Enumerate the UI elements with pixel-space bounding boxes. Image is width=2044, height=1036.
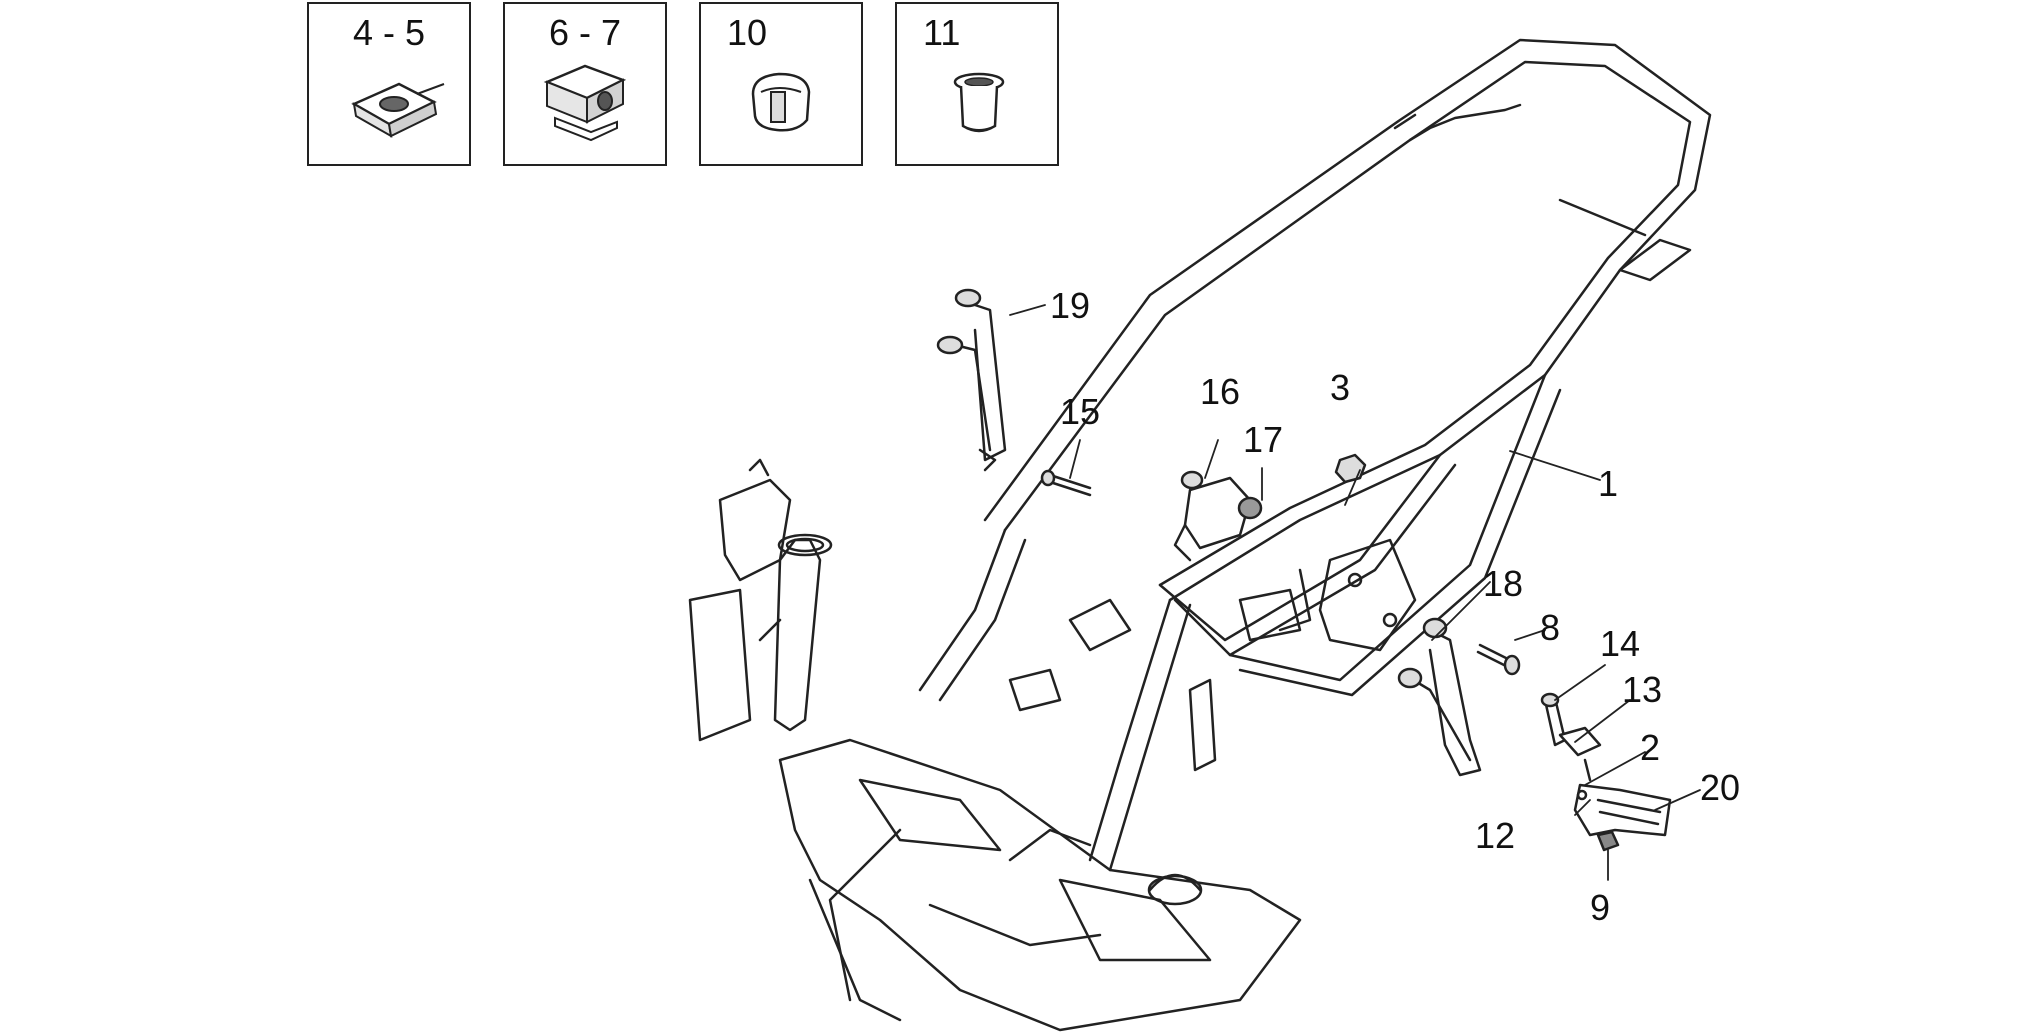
callout-2: 2 (1640, 727, 1660, 768)
callout-leaders (1009, 304, 1701, 881)
bushing-icon (953, 72, 1005, 133)
inset-label: 6 - 7 (548, 12, 622, 53)
part-18-bracket (1397, 617, 1521, 777)
inset-box-clip-nut-4-5: 4 - 5 (307, 2, 471, 166)
callout-20: 20 (1700, 767, 1740, 808)
grommet-icon (751, 72, 811, 132)
callout-19: 19 (1050, 285, 1090, 326)
inset-box-bushing-11: 11 (895, 2, 1059, 166)
part-15-bolt (1040, 469, 1092, 497)
inset-box-grommet-10: 10 (699, 2, 863, 166)
cage-nut-icon (543, 64, 627, 142)
frame-main-body (688, 38, 1712, 1032)
callout-13: 13 (1622, 669, 1662, 710)
callout-16: 16 (1200, 371, 1240, 412)
callout-17: 17 (1243, 419, 1283, 460)
callout-18: 18 (1483, 563, 1523, 604)
callout-1: 1 (1598, 463, 1618, 504)
part-20-footrest (1540, 692, 1672, 852)
callout-15: 15 (1060, 391, 1100, 432)
callout-3: 3 (1330, 367, 1350, 408)
callout-8: 8 (1540, 607, 1560, 648)
spring-clip-icon (351, 82, 445, 138)
part-3-nut (1334, 453, 1367, 484)
inset-box-cage-nut-6-7: 6 - 7 (503, 2, 667, 166)
part-19-bracket (936, 288, 1007, 472)
inset-label: 11 (923, 12, 961, 53)
part-16-solenoid (1173, 470, 1263, 562)
inset-label: 4 - 5 (352, 12, 426, 53)
callout-12: 12 (1475, 815, 1515, 856)
inset-label: 10 (727, 12, 768, 53)
callout-9: 9 (1590, 887, 1610, 928)
callout-14: 14 (1600, 623, 1640, 664)
